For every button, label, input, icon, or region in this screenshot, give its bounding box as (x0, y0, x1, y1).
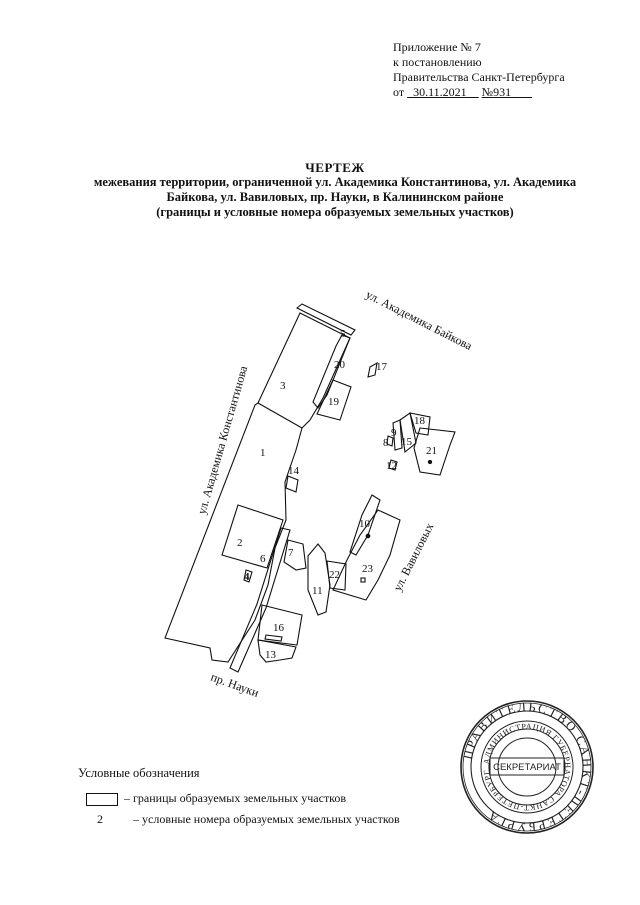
stamp-center-text: СЕКРЕТАРИАТ (493, 762, 561, 773)
parcel-label-8: 8 (383, 437, 389, 449)
parcel-10-boundary (349, 494, 381, 556)
annex-date: 30.11.2021 (413, 85, 467, 99)
parcel-label-17: 17 (376, 361, 388, 373)
parcel-label-15: 15 (401, 436, 413, 448)
street-label-baykova: ул. Академика Байкова (364, 287, 475, 353)
parcel-20-boundary (312, 334, 351, 409)
parcel-13-detail (264, 634, 283, 642)
annex-line-3: Правительства Санкт-Петербурга (393, 70, 565, 84)
parcel-label-19: 19 (328, 396, 340, 408)
parcel-9-boundary (392, 419, 403, 451)
parcel-label-3: 3 (280, 380, 286, 392)
parcel-label-23: 23 (362, 563, 374, 575)
parcel-7-boundary (283, 539, 307, 571)
parcel-label-11: 11 (312, 585, 323, 597)
title-line-3: (границы и условные номера образуемых зе… (156, 205, 514, 219)
parcel-label-22: 22 (329, 569, 340, 581)
parcel-5-boundary (295, 303, 356, 336)
parcel-label-6: 6 (260, 553, 266, 565)
parcel-3-boundary (257, 402, 303, 429)
parcel-11-boundary (307, 543, 331, 616)
legend-title: Условные обозначения (78, 766, 200, 780)
legend-number-label: – условные номера образуемых земельных у… (133, 812, 400, 826)
point-mark (360, 577, 366, 583)
parcel-1-boundary (164, 312, 351, 663)
point-mark (427, 459, 433, 465)
annex-line-2: к постановлению (393, 55, 482, 69)
stamp-inner-text: АДМИНИСТРАЦИЯ ГУБЕРНАТОРА САНКТ-ПЕТЕРБУР… (0, 0, 571, 812)
annex-date-line: от 30.11.2021 №931 (393, 85, 565, 100)
parcel-label-9: 9 (391, 427, 397, 439)
parcel-17-boundary (367, 361, 378, 378)
parcel-21-boundary (413, 427, 456, 476)
parcel-16-boundary (257, 604, 303, 646)
legend-boundary-label: – границы образуемых земельных участков (124, 791, 347, 805)
parcel-label-2: 2 (237, 537, 243, 549)
document-title: ЧЕРТЕЖ межевания территории, ограниченно… (60, 160, 610, 220)
parcel-22-boundary (326, 560, 347, 591)
parcel-label-18: 18 (414, 415, 426, 427)
annex-line-1: Приложение № 7 (393, 40, 481, 54)
street-label-nauki: пр. Науки (209, 670, 261, 700)
parcel-14-boundary (285, 475, 299, 493)
parcel-23-boundary (332, 509, 401, 601)
parcel-12-boundary (388, 459, 398, 471)
parcel-label-16: 16 (273, 622, 285, 634)
parcel-6-boundary (229, 527, 291, 673)
legend-boundary-row: – границы образуемых земельных участков (86, 791, 346, 806)
parcel-label-7: 7 (288, 547, 294, 559)
parcel-4-boundary (243, 569, 253, 583)
parcel-label-13: 13 (265, 649, 277, 661)
parcel-label-14: 14 (288, 465, 300, 477)
parcel-2-boundary (221, 504, 284, 569)
annex-date-prefix: от (393, 85, 405, 99)
legend-number-sample: 2 (97, 812, 103, 826)
parcel-label-21: 21 (426, 445, 437, 457)
title-line-2: Байкова, ул. Вавиловых, пр. Науки, в Кал… (166, 190, 504, 204)
legend-number-row: 2 – условные номера образуемых земельных … (97, 812, 400, 827)
parcel-13-boundary (257, 639, 297, 663)
annex-block: Приложение № 7 к постановлению Правитель… (393, 40, 565, 100)
parcel-label-12: 12 (386, 460, 397, 472)
parcel-label-10: 10 (359, 518, 371, 530)
title-line-1: межевания территории, ограниченной ул. А… (93, 175, 577, 189)
parcel-label-20: 20 (334, 359, 346, 371)
official-stamp: ПРАВИТЕЛЬСТВО САНКТ-ПЕТЕРБУРГА АДМИНИСТР… (0, 0, 594, 834)
legend-boundary-swatch (86, 792, 118, 806)
parcel-label-1: 1 (260, 447, 266, 459)
annex-number: №931 (481, 85, 512, 99)
parcel-8-boundary (386, 435, 394, 447)
parcel-label-5: 5 (340, 328, 346, 340)
parcel-18-boundary (409, 412, 431, 436)
point-mark (365, 533, 371, 539)
title-heading: ЧЕРТЕЖ (305, 160, 365, 175)
parcel-label-4: 4 (244, 571, 250, 583)
stamp-center-box (489, 757, 565, 776)
parcel-19-boundary (316, 379, 352, 421)
